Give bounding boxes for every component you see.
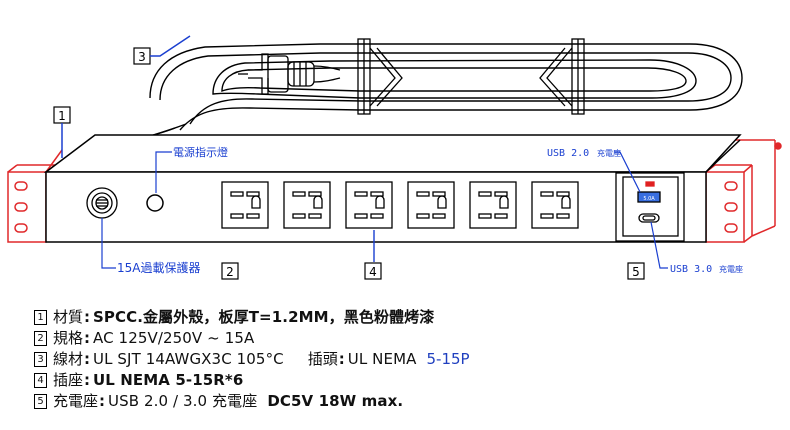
spec-row-receptacle: 4 插座 : UL NEMA 5-15R*6 (34, 370, 774, 391)
svg-text:3: 3 (138, 50, 146, 64)
spec-colon: : (84, 308, 91, 326)
svg-text:5.0A: 5.0A (643, 196, 655, 202)
spec-colon: : (84, 350, 91, 368)
spec-value: AC 125V/250V ~ 15A (93, 329, 255, 347)
svg-text:電源指示燈: 電源指示燈 (173, 145, 228, 159)
svg-text:5: 5 (632, 265, 640, 279)
spec-number: 5 (34, 394, 47, 409)
spec-list: 1 材質 : SPCC.金屬外殼，板厚T=1.2MM，黑色粉體烤漆 2 規格 :… (34, 307, 774, 412)
spec-row-rating: 2 規格 : AC 125V/250V ~ 15A (34, 328, 774, 349)
outlet-4 (407, 181, 455, 229)
spec-label: 線材 (53, 350, 84, 368)
outlet-1 (221, 181, 269, 229)
spec-value: USB 2.0 / 3.0 充電座 (108, 392, 258, 410)
usb-indicator-led (645, 181, 655, 187)
spec-value: SPCC.金屬外殼，板厚T=1.2MM，黑色粉體烤漆 (93, 308, 435, 326)
power-indicator-callout: 電源指示燈 (155, 145, 228, 193)
usb3-label: USB 3.0 充電座 (650, 221, 743, 275)
spec-colon: : (99, 392, 106, 410)
callout-4: 4 (364, 230, 382, 280)
usb-charging-module: 5.0A (615, 172, 685, 242)
cable-tie-right (571, 38, 585, 115)
spec-value-plug: UL NEMA (347, 350, 417, 368)
outlet-5 (469, 181, 517, 229)
outlet-2 (283, 181, 331, 229)
spec-row-material: 1 材質 : SPCC.金屬外殼，板厚T=1.2MM，黑色粉體烤漆 (34, 307, 774, 328)
spec-label: 規格 (53, 329, 84, 347)
spec-label-plug: 插頭 (307, 350, 338, 368)
spec-value-plug-type: 5-15P (426, 350, 470, 368)
power-indicator-icon (146, 194, 164, 212)
svg-text:4: 4 (369, 265, 377, 279)
spec-value-usb-power: DC5V 18W max. (267, 392, 404, 410)
spec-number: 4 (34, 373, 47, 388)
spec-row-cable: 3 線材 : UL SJT 14AWGX3C 105°C 插頭 : UL NEM… (34, 349, 774, 370)
usb2-label: USB 2.0 充電座 (547, 148, 641, 193)
svg-text:充電座: 充電座 (597, 148, 621, 158)
svg-text:USB 2.0: USB 2.0 (547, 148, 589, 159)
spec-colon: : (84, 329, 91, 347)
spec-colon: : (84, 371, 91, 389)
svg-text:15A過載保護器: 15A過載保護器 (117, 260, 200, 275)
svg-text:充電座: 充電座 (719, 264, 743, 274)
usb-c-port-icon (638, 213, 660, 223)
spec-value: UL SJT 14AWGX3C 105°C (93, 350, 284, 368)
power-strip-diagram: 3 1 (7, 35, 782, 280)
callout-5: 5 (627, 262, 645, 280)
spec-value: UL NEMA 5-15R*6 (93, 371, 244, 389)
usb-a-port-icon (637, 191, 661, 203)
spec-label: 插座 (53, 371, 84, 389)
cable-tie-strap (369, 47, 573, 107)
nema-plug-icon (238, 53, 341, 95)
callout-3: 3 (133, 35, 191, 65)
spec-row-usb: 5 充電座 : USB 2.0 / 3.0 充電座 DC5V 18W max. (34, 391, 774, 412)
svg-text:USB 3.0: USB 3.0 (670, 264, 712, 275)
power-strip-body (43, 134, 742, 243)
spec-label: 充電座 (53, 392, 99, 410)
overload-protector-icon (86, 187, 118, 219)
spec-number: 2 (34, 331, 47, 346)
outlet-3 (345, 181, 393, 229)
outlet-group (221, 181, 579, 229)
spec-colon: : (338, 350, 345, 368)
spec-number: 3 (34, 352, 47, 367)
cable-tie-left (357, 38, 371, 115)
spec-number: 1 (34, 310, 47, 325)
spec-label: 材質 (53, 308, 84, 326)
outlet-6 (531, 181, 579, 229)
svg-text:1: 1 (58, 109, 66, 123)
callout-2: 15A過載保護器 2 (101, 218, 239, 280)
svg-text:2: 2 (226, 265, 234, 279)
callout-1: 1 (53, 106, 71, 158)
